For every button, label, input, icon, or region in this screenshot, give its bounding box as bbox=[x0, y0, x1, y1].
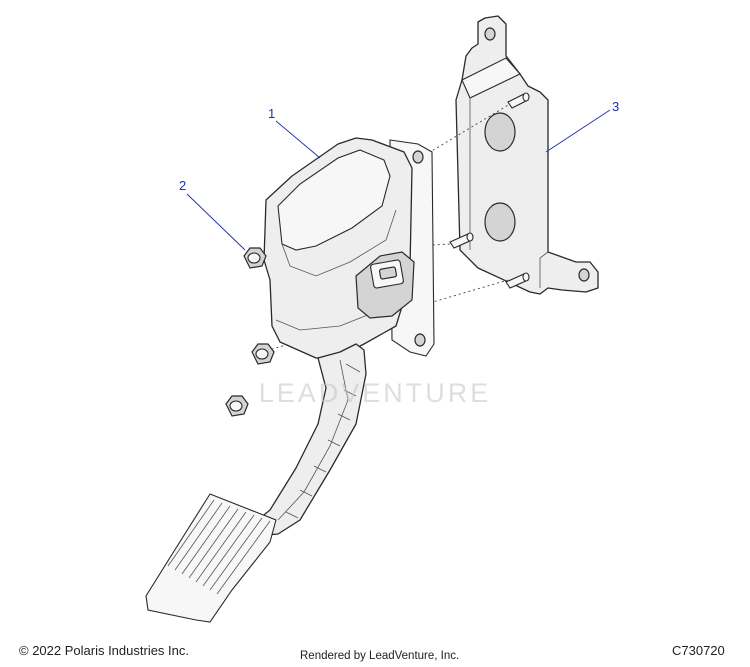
diagram-id: C730720 bbox=[672, 643, 725, 658]
mounting-bracket[interactable] bbox=[449, 15, 599, 295]
callout-1: 1 bbox=[268, 106, 321, 159]
flange-nut-middle[interactable] bbox=[251, 343, 275, 365]
svg-text:1: 1 bbox=[268, 106, 275, 121]
flange-nut-lower[interactable] bbox=[225, 395, 249, 417]
svg-text:2: 2 bbox=[179, 178, 186, 193]
svg-text:3: 3 bbox=[612, 99, 619, 114]
callout-3: 3 bbox=[545, 99, 619, 153]
callout-2: 2 bbox=[179, 178, 246, 251]
rendered-by-text: Rendered by LeadVenture, Inc. bbox=[300, 650, 460, 662]
throttle-pedal-assembly[interactable] bbox=[145, 137, 435, 623]
copyright-text: © 2022 Polaris Industries Inc. bbox=[19, 643, 189, 658]
pedal-tread-ribs bbox=[167, 499, 271, 595]
flange-nut-upper[interactable] bbox=[243, 247, 267, 269]
